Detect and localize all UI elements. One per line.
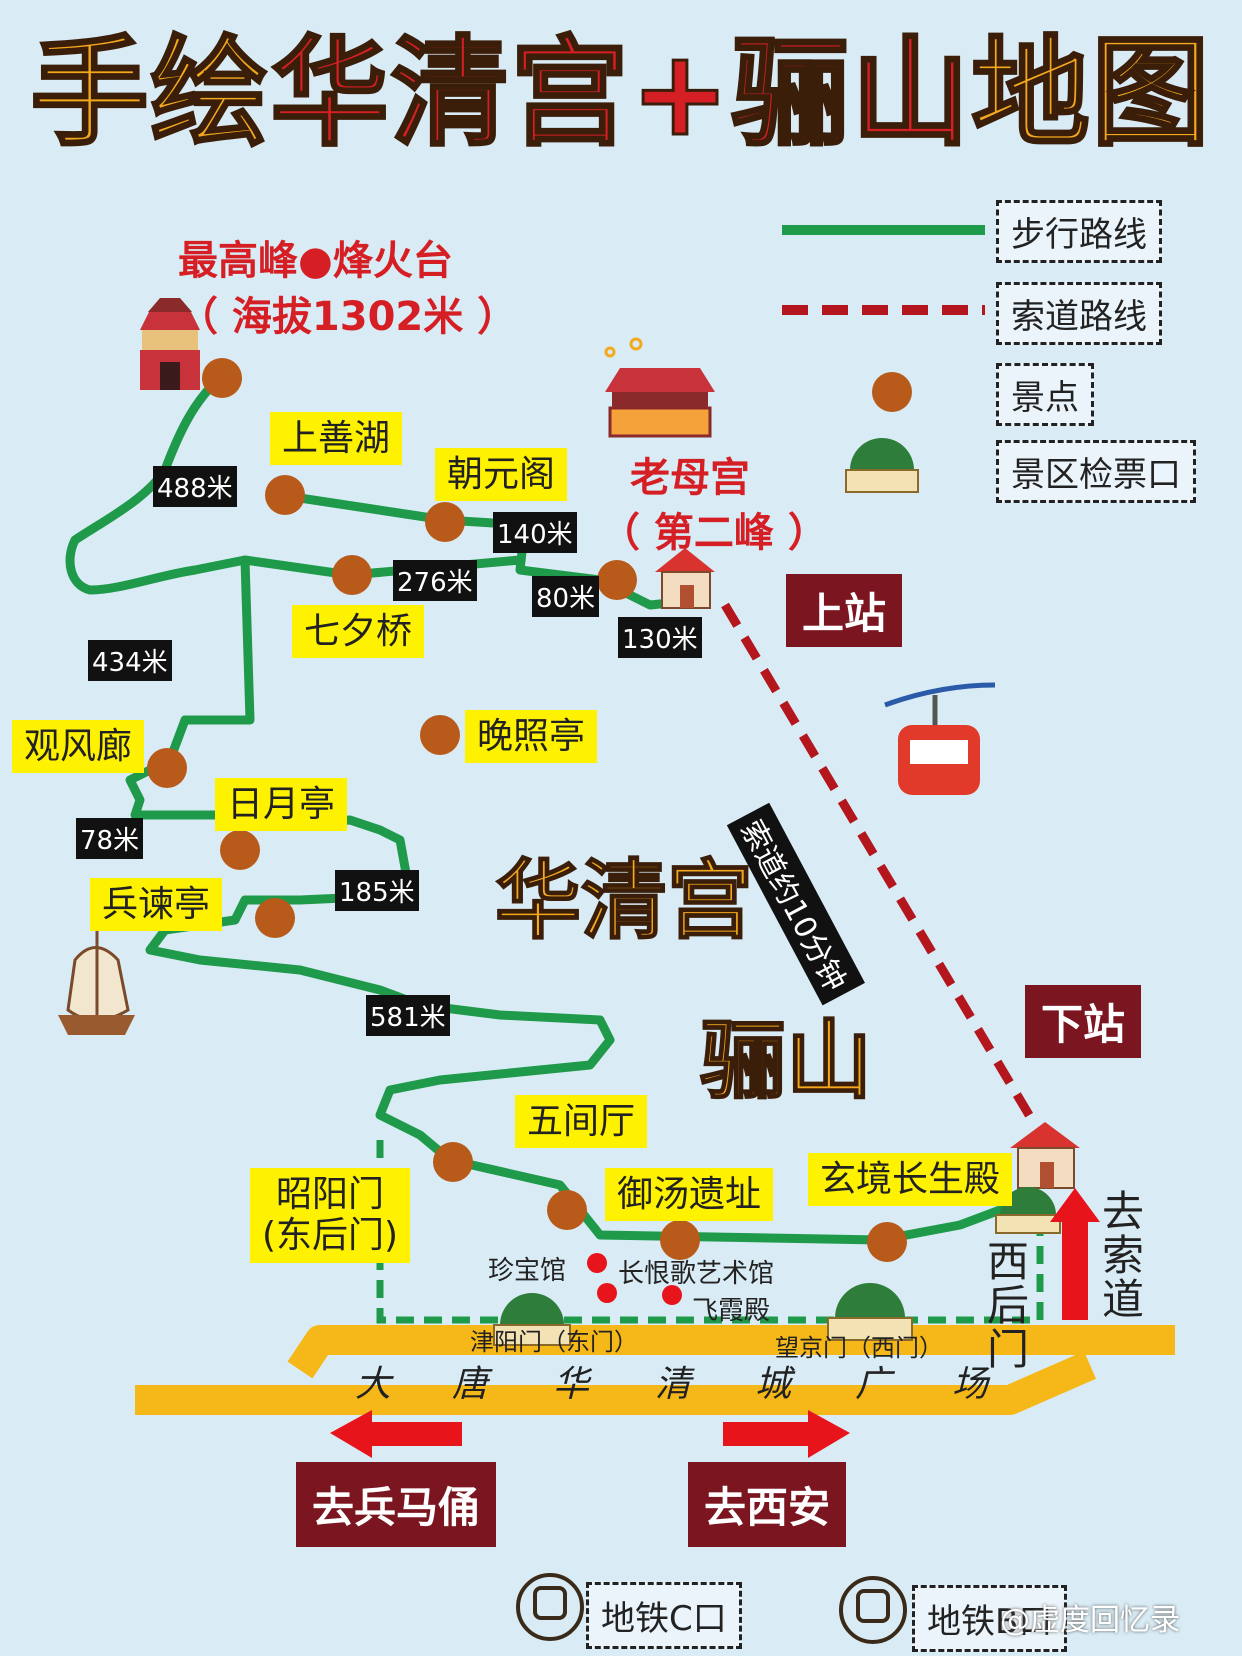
peak-name: 最高峰●烽火台 <box>178 238 453 284</box>
cable-route <box>721 602 1039 1128</box>
attraction-zhaoyangmen[interactable]: 昭阳门 (东后门) <box>250 1168 411 1263</box>
street-char-5: 城 <box>755 1364 792 1405</box>
legend-walk-label: 步行路线 <box>996 200 1162 263</box>
laomugong-icon <box>604 337 715 438</box>
attraction-qixiqiao[interactable]: 七夕桥 <box>292 605 425 659</box>
lower-station-label[interactable]: 下站 <box>1025 985 1142 1058</box>
distance-488: 488米 <box>153 466 237 507</box>
to-cableway-label: 去 索 道 <box>1101 1187 1144 1325</box>
distance-140: 140米 <box>493 512 577 553</box>
right-arrow <box>723 1410 850 1458</box>
distance-185: 185米 <box>335 870 419 911</box>
spot-feixia: 飞霞殿 <box>692 1296 771 1326</box>
attraction-bingjianting[interactable]: 兵谏亭 <box>90 878 223 932</box>
legend-gate-icon <box>845 438 919 493</box>
watermark-text: @虚度回忆录 <box>1000 1603 1180 1638</box>
attraction-xuanjing[interactable]: 玄境长生殿 <box>808 1153 1013 1207</box>
gate-wangjing-label: 望京门（西门） <box>775 1334 943 1362</box>
upper-station-label[interactable]: 上站 <box>786 574 903 647</box>
metro-c-icon <box>516 1573 584 1641</box>
distance-78: 78米 <box>76 818 144 859</box>
laomugong-name: 老母宫 <box>630 455 750 501</box>
street-char-7: 场 <box>952 1364 989 1405</box>
area-huaqing: 华清宫 <box>494 850 754 952</box>
street-char-2: 唐 <box>452 1364 489 1405</box>
left-arrow <box>330 1410 462 1458</box>
attraction-shangshanhu[interactable]: 上善湖 <box>270 412 403 466</box>
to-xian-button[interactable]: 去西安 <box>688 1462 847 1547</box>
attraction-guanfenglang[interactable]: 观风廊 <box>12 720 145 774</box>
street-char-1: 大 <box>355 1364 392 1405</box>
west-back-gate-label: 西 后 门 <box>986 1237 1029 1375</box>
title-part-3: 地图 <box>970 23 1212 164</box>
legend-spot-dot <box>872 372 912 412</box>
distance-80: 80米 <box>532 576 600 617</box>
upper-station-house-icon <box>655 548 715 609</box>
metro-b-label[interactable]: 地铁B口 <box>912 1585 1068 1652</box>
lower-station-house-icon <box>1010 1122 1080 1189</box>
legend-cable-label: 索道路线 <box>996 282 1162 345</box>
cable-car-icon <box>884 682 996 795</box>
small-red-dots <box>587 1253 682 1305</box>
spot-zhenbao: 珍宝馆 <box>488 1256 567 1286</box>
attraction-chaoyuange[interactable]: 朝元阁 <box>435 448 568 502</box>
distance-276: 276米 <box>393 560 477 601</box>
gate-jinyang-label: 津阳门（东门） <box>470 1328 638 1356</box>
to-bingmayong-button[interactable]: 去兵马俑 <box>296 1462 497 1547</box>
peak-altitude: （ 海拔1302米 ） <box>178 294 518 340</box>
distance-130: 130米 <box>618 617 702 658</box>
legend-spot-label: 景点 <box>996 363 1094 426</box>
title-part-2: 华清宫+骊山 <box>269 23 972 164</box>
street-char-6: 广 <box>855 1364 892 1405</box>
west-back-gate-icon <box>995 1187 1061 1234</box>
area-lishan: 骊山 <box>699 1010 873 1112</box>
beacon-tower-icon <box>140 298 200 390</box>
distance-581: 581米 <box>366 995 450 1036</box>
page-title: 手绘华清宫+骊山地图 <box>0 18 1242 168</box>
legend-gate-label: 景区检票口 <box>996 440 1196 503</box>
street-char-3: 华 <box>553 1364 590 1405</box>
attraction-yutang[interactable]: 御汤遗址 <box>605 1168 774 1222</box>
metro-c-label[interactable]: 地铁C口 <box>586 1582 742 1649</box>
metro-b-icon <box>839 1576 907 1644</box>
street-char-4: 清 <box>655 1364 692 1405</box>
wangjing-gate-icon <box>827 1283 913 1341</box>
distance-434: 434米 <box>88 640 172 681</box>
attraction-wanzhaoting[interactable]: 晚照亭 <box>465 710 598 764</box>
title-part-1: 手绘 <box>29 23 271 164</box>
attraction-riyueting[interactable]: 日月亭 <box>215 778 348 832</box>
to-cableway-arrow <box>1050 1188 1100 1320</box>
laomugong-peak: （ 第二峰 ） <box>600 510 828 556</box>
attraction-dots <box>147 358 907 1262</box>
ship-icon <box>58 925 135 1035</box>
attraction-wujianting[interactable]: 五间厅 <box>515 1095 648 1149</box>
spot-changhen: 长恨歌艺术馆 <box>618 1259 775 1289</box>
jinyang-gate-icon <box>493 1293 571 1346</box>
